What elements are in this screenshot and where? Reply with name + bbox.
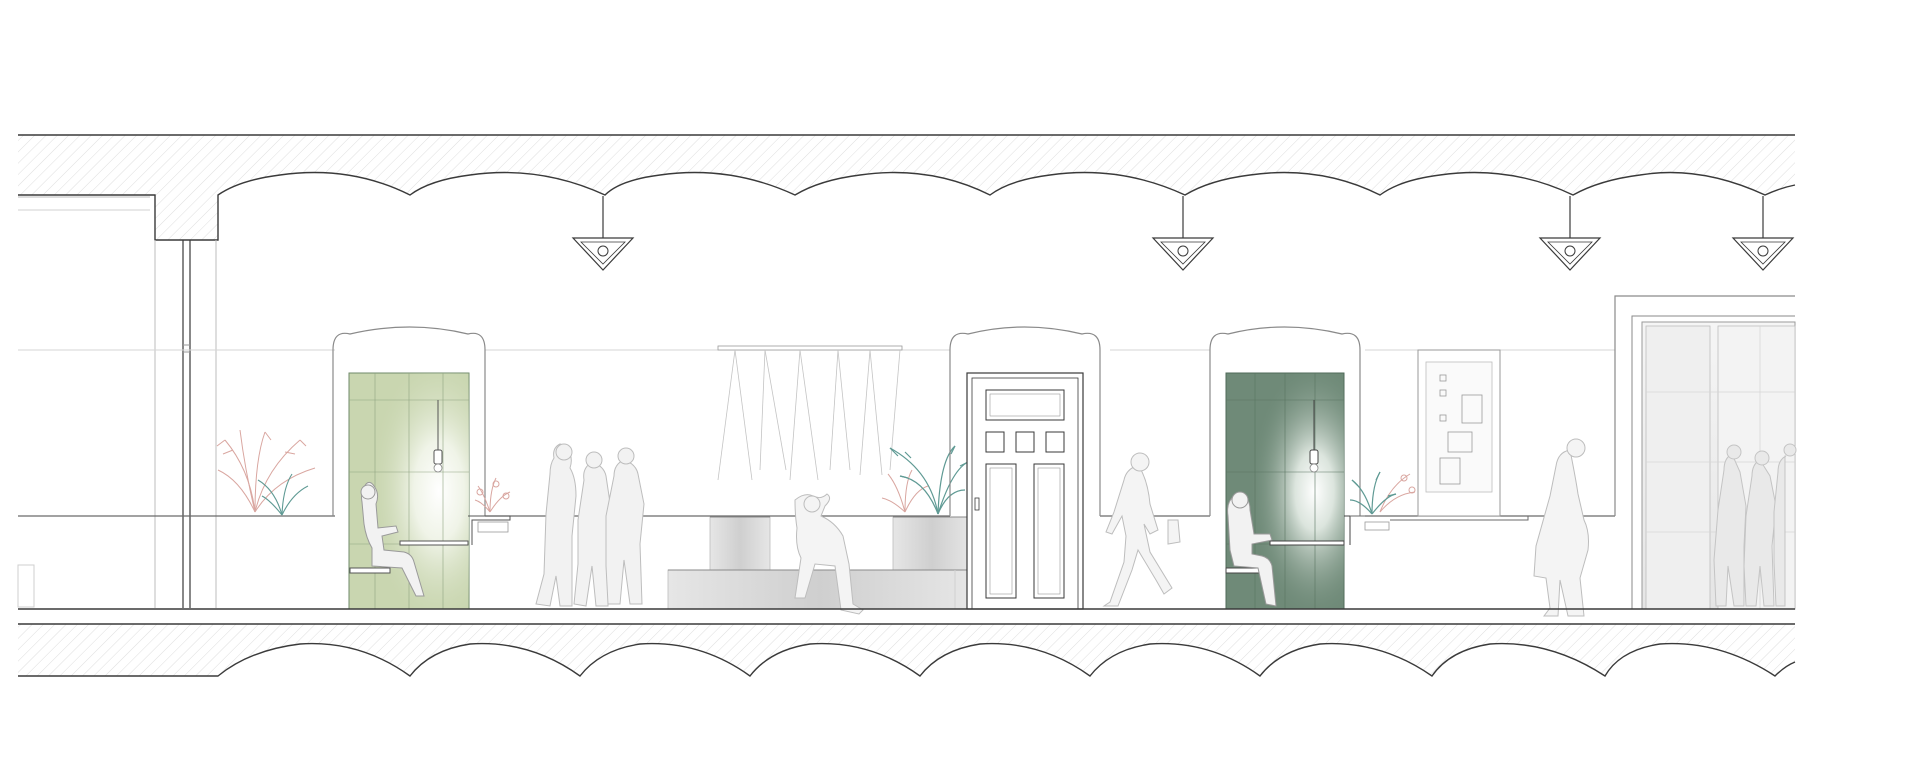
ceiling-vault-line: [18, 171, 1796, 241]
booth-niche-right: [1209, 326, 1361, 610]
person-silhouette-icon: [535, 443, 577, 607]
chandelier-strings: [717, 345, 903, 481]
palm-plant-icon: [1349, 471, 1416, 515]
bleacher-seating: [667, 516, 972, 610]
person-silhouette-icon: [794, 493, 864, 615]
pendant-lamp-icon: [1309, 400, 1319, 473]
ceiling-light-triangle-icon: [571, 196, 635, 271]
person-silhouette-icon: [573, 451, 613, 607]
panel-door-icon[interactable]: [966, 372, 1084, 610]
ceiling-light-triangle-icon: [1538, 196, 1602, 271]
ceiling-light-triangle-icon: [1731, 196, 1795, 271]
door-niche: [949, 326, 1101, 610]
floor-vault-line: [18, 642, 1796, 677]
person-silhouette-icon: [1713, 443, 1797, 607]
pendant-lamp-icon: [433, 400, 443, 473]
notice-board-icon: [1417, 349, 1501, 517]
palm-plant-icon: [216, 429, 316, 516]
person-silhouette-icon: [1227, 491, 1277, 607]
palm-plant-icon: [881, 445, 969, 515]
person-silhouette-icon: [605, 447, 645, 605]
booth-niche-left: [332, 326, 511, 610]
person-silhouette-icon: [1102, 452, 1181, 607]
palm-plant-icon: [474, 477, 511, 513]
left-column: [17, 196, 217, 608]
ceiling-slab-fill: [18, 135, 1795, 240]
person-silhouette-icon: [1533, 438, 1589, 617]
ceiling-slab: [18, 134, 1796, 241]
person-silhouette-icon: [360, 481, 425, 597]
floor-slab: [18, 608, 1796, 677]
wall-lines: [18, 349, 1615, 517]
ceiling-light-triangle-icon: [1151, 196, 1215, 271]
floor-slab-fill: [18, 624, 1795, 676]
